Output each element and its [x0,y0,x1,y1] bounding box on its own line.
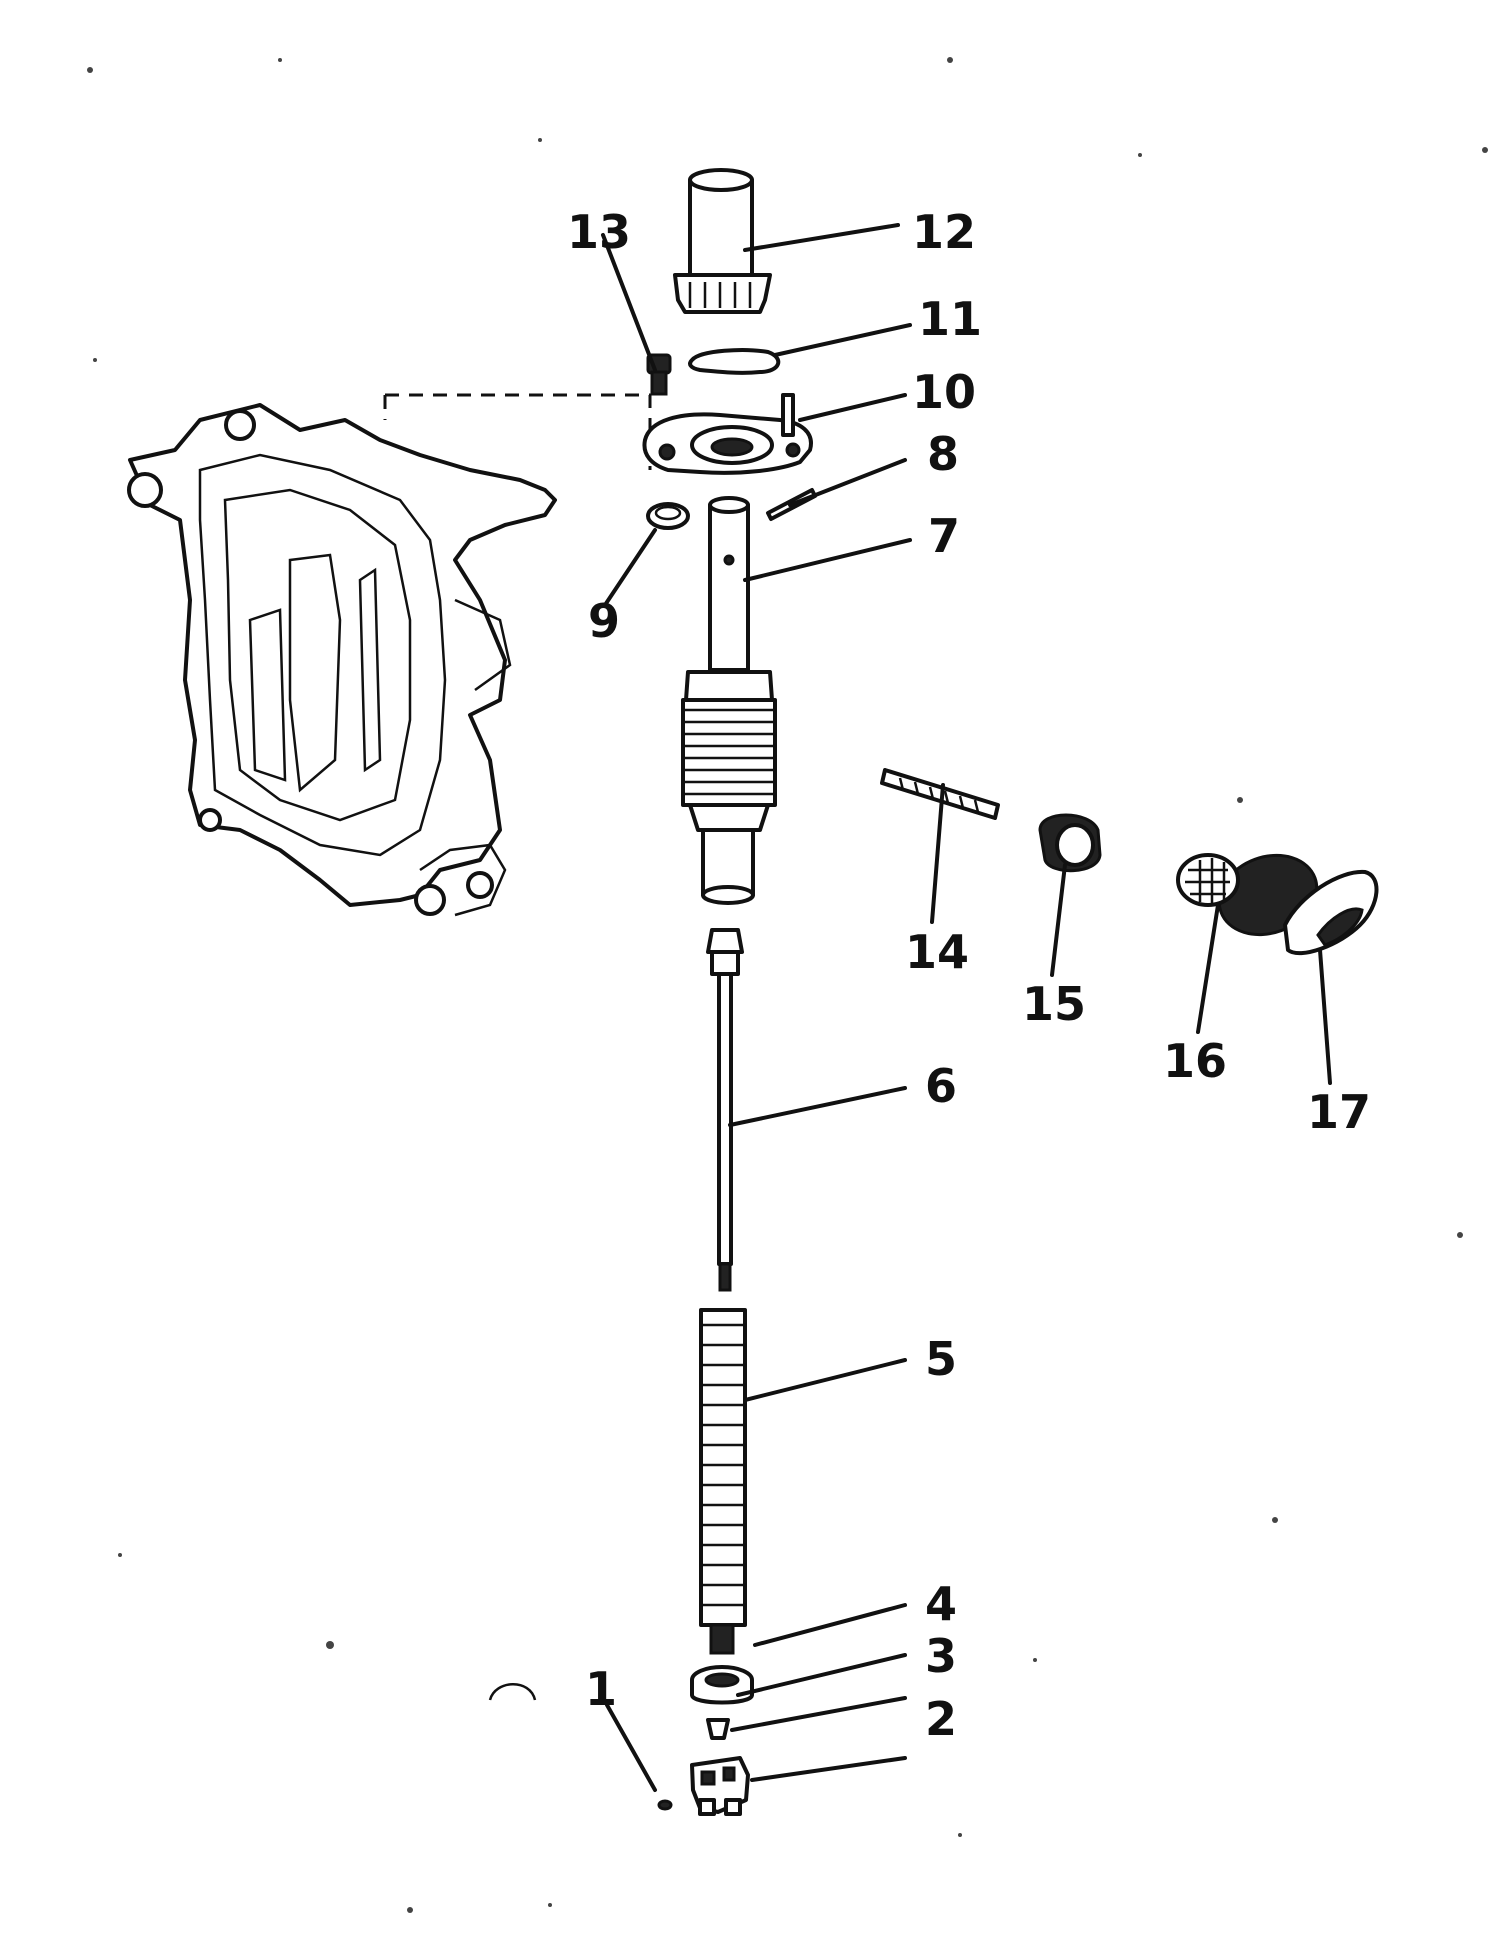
part-4-nut [690,1665,754,1705]
scan-specks [87,57,1488,1913]
callout-5: 5 [925,1332,957,1386]
callout-4: 4 [925,1577,957,1631]
callout-1: 1 [585,1662,617,1716]
callout-11: 11 [918,292,982,346]
callout-2: 2 [925,1692,957,1746]
leader-lines [601,223,1332,1792]
callout-13: 13 [567,205,631,259]
part-10-retainer-plate [642,393,813,475]
callout-7: 7 [928,509,960,563]
callout-17: 17 [1307,1085,1371,1139]
callout-14: 14 [905,925,969,979]
part-7-shift-shaft [681,496,777,905]
callout-10: 10 [912,365,976,419]
housing-casting [127,403,557,917]
part-13-screw [646,353,672,396]
part-17-cover [1283,869,1379,956]
part-9-washer [646,502,690,530]
callout-16: 16 [1163,1034,1227,1088]
part-14-pin [880,768,1000,820]
part-15-bushing [1038,813,1102,873]
part-2-coupling [690,1756,750,1816]
callout-6: 6 [925,1059,957,1113]
callout-9: 9 [588,594,620,648]
callout-12: 12 [912,205,976,259]
part-11-gasket [688,348,781,375]
part-12-bushing [673,168,772,314]
callout-15: 15 [1022,977,1086,1031]
callout-8: 8 [927,427,959,481]
part-6-rod [706,928,744,1292]
callout-3: 3 [925,1629,957,1683]
part-1-clip [488,1683,673,1811]
part-5-threaded-rod [699,1308,747,1655]
part-3-cone [706,1718,730,1740]
